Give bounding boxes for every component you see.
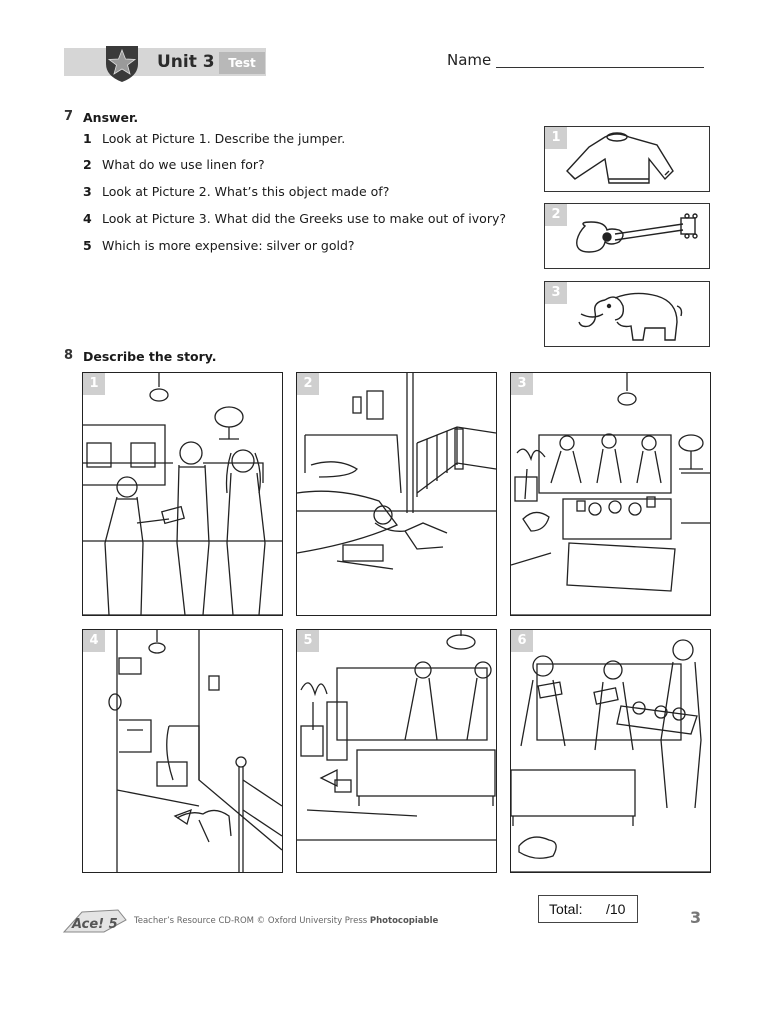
question-number: 4: [83, 211, 92, 226]
picture-number: 3: [545, 282, 567, 304]
story-panel-6: 6: [510, 629, 711, 873]
story-panel-1: 1: [82, 372, 283, 616]
picture-number: 2: [545, 204, 567, 226]
section-8-title: Describe the story.: [83, 349, 217, 364]
panel-number: 1: [83, 373, 105, 395]
panel-number: 2: [297, 373, 319, 395]
sofa-lamp-illustration: [297, 630, 496, 841]
guitar-icon: [576, 213, 698, 253]
question-number: 2: [83, 157, 92, 172]
jumper-icon: [566, 132, 674, 184]
friends-food-tray-illustration: [511, 639, 710, 872]
picture-1-jumper: 1: [544, 126, 710, 192]
elephant-icon: [578, 292, 683, 341]
panel-number: 3: [511, 373, 533, 395]
name-label: Name: [447, 51, 492, 69]
section-7-number: 7: [64, 109, 74, 124]
story-panel-4: 4: [82, 629, 283, 873]
story-panel-5: 5: [296, 629, 497, 873]
question-text: Look at Picture 3. What did the Greeks u…: [102, 211, 506, 226]
picture-3-elephant: 3: [544, 281, 710, 347]
total-label: Total:: [549, 901, 583, 917]
panel-number: 6: [511, 630, 533, 652]
question-text: Look at Picture 2. What’s this object ma…: [102, 184, 390, 199]
question-text: What do we use linen for?: [102, 157, 265, 172]
section-8-number: 8: [64, 348, 74, 363]
name-field[interactable]: [496, 67, 704, 68]
hallway-dog-illustration: [108, 630, 282, 872]
star-badge-icon: [100, 40, 144, 84]
question-text: Which is more expensive: silver or gold?: [102, 238, 355, 253]
question-number: 1: [83, 131, 92, 146]
question-number: 5: [83, 238, 92, 253]
friends-on-sofa-illustration: [511, 373, 710, 615]
footer-credit: Teacher’s Resource CD-ROM © Oxford Unive…: [134, 916, 438, 926]
footer-credit-text: Teacher’s Resource CD-ROM © Oxford Unive…: [134, 916, 368, 926]
panel-number: 4: [83, 630, 105, 652]
living-room-illustration: [83, 373, 282, 615]
page-number: 3: [690, 908, 702, 927]
question-number: 3: [83, 184, 92, 199]
section-7-title: Answer.: [83, 110, 139, 125]
bedroom-illustration: [297, 373, 496, 570]
total-value: /10: [606, 901, 626, 917]
picture-2-guitar: 2: [544, 203, 710, 269]
story-panel-2: 2: [296, 372, 497, 616]
total-score-box: Total: /10: [538, 895, 638, 923]
panel-number: 5: [297, 630, 319, 652]
unit-title: Unit 3: [157, 52, 215, 72]
picture-number: 1: [545, 127, 567, 149]
photocopiable-label: Photocopiable: [369, 916, 439, 926]
question-text: Look at Picture 1. Describe the jumper.: [102, 131, 346, 146]
story-panel-3: 3: [510, 372, 711, 616]
logo-text: Ace! 5: [71, 917, 118, 932]
test-label: Test: [219, 52, 265, 74]
ace-logo-icon: Ace! 5: [60, 906, 130, 936]
